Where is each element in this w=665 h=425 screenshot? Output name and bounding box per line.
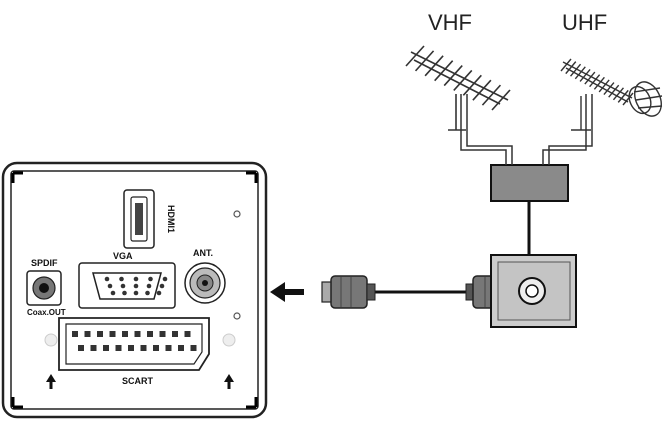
- splitter-box: [490, 164, 569, 202]
- arrow-up-icon: [46, 374, 56, 389]
- screw-mid-right: [233, 312, 241, 320]
- spdif-label: SPDIF: [31, 258, 58, 268]
- arrow-left-icon: [270, 282, 304, 302]
- uhf-antenna: [560, 58, 663, 131]
- arrow-up-icon: [224, 374, 234, 389]
- vga-port[interactable]: [78, 262, 176, 309]
- vhf-label: VHF: [428, 10, 472, 35]
- hdmi-port[interactable]: [123, 189, 155, 249]
- scart-port[interactable]: [58, 317, 210, 371]
- hdmi-label: HDMI1: [166, 205, 176, 233]
- ant-label: ANT.: [193, 248, 213, 258]
- antenna-feed-lines: [460, 94, 593, 165]
- scart-label: SCART: [122, 376, 154, 386]
- indicator-right: [222, 333, 236, 347]
- uhf-label: UHF: [562, 10, 607, 35]
- cable-plug-left: [321, 275, 376, 309]
- spdif-port[interactable]: [26, 270, 62, 306]
- tv-back-panel: HDMI1 VGA ANT. SPDIF Coax.OUT: [1, 161, 268, 419]
- coax-out-label: Coax.OUT: [27, 308, 66, 317]
- wall-antenna-socket: [490, 254, 577, 328]
- screw-top-right: [233, 210, 241, 218]
- vhf-antenna: [405, 45, 511, 131]
- antenna-input-port[interactable]: [184, 262, 226, 304]
- indicator-left: [44, 333, 58, 347]
- vga-label: VGA: [113, 251, 133, 261]
